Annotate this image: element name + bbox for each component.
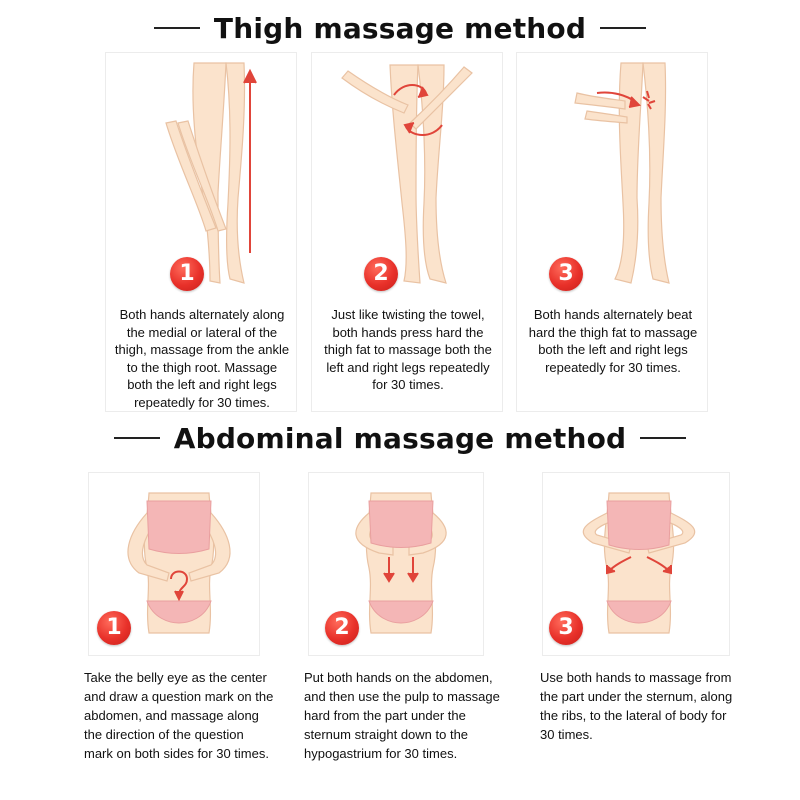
thigh-section-title: Thigh massage method [213, 11, 587, 45]
thigh-step-2-text: Just like twisting the towel, both hands… [324, 307, 492, 392]
thigh-step-3-illustration [574, 62, 670, 284]
abdominal-step-1-text: Take the belly eye as the center and dra… [84, 670, 274, 761]
abdominal-step-1-panel: 1 [88, 472, 260, 656]
abdominal-section-title: Abdominal massage method [173, 421, 627, 455]
thigh-step-1-illustration [165, 62, 257, 284]
title-rule-right [600, 27, 647, 29]
thigh-section-header: Thigh massage method [0, 8, 800, 48]
abdominal-step-2-panel: 2 [308, 472, 484, 656]
step-badge: 3 [549, 257, 583, 291]
thigh-step-1-panel: 1 Both hands alternately along the media… [105, 52, 297, 412]
abdominal-step-3-illustration [582, 492, 696, 634]
thigh-step-3-text: Both hands alternately beat hard the thi… [528, 307, 698, 375]
step-badge: 1 [170, 257, 204, 291]
title-rule-left [113, 437, 160, 439]
title-rule-right [640, 437, 687, 439]
abdominal-step-3-text: Use both hands to massage from the part … [540, 670, 733, 742]
step-badge: 2 [325, 611, 359, 645]
thigh-step-3-panel: 3 Both hands alternately beat hard the t… [516, 52, 708, 412]
step-badge: 1 [97, 611, 131, 645]
step-badge: 3 [549, 611, 583, 645]
thigh-step-2-illustration [341, 64, 473, 284]
abdominal-step-2-illustration [355, 492, 447, 634]
title-rule-left [153, 27, 200, 29]
step-badge: 2 [364, 257, 398, 291]
thigh-step-2-panel: 2 Just like twisting the towel, both han… [311, 52, 503, 412]
abdominal-step-3-panel: 3 [542, 472, 730, 656]
abdominal-section-header: Abdominal massage method [0, 418, 800, 458]
abdominal-step-1-illustration [127, 492, 231, 634]
abdominal-step-2-text: Put both hands on the abdomen, and then … [304, 670, 500, 761]
thigh-step-1-text: Both hands alternately along the medial … [114, 307, 290, 410]
